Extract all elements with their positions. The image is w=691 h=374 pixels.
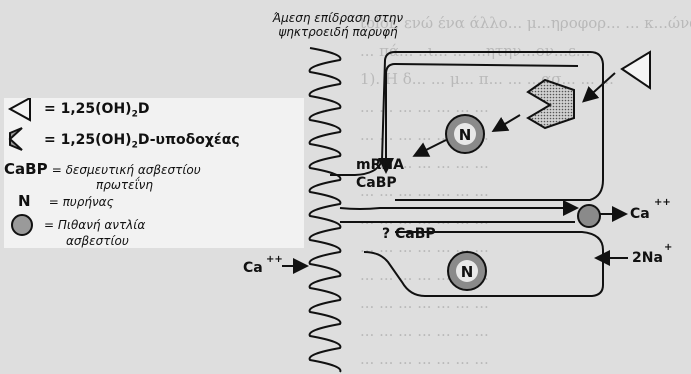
calcium-label-right: Ca — [630, 206, 650, 222]
receptor-arrow — [585, 73, 615, 100]
cabp-label-question: ? CaBP — [382, 226, 436, 242]
nucleus-letter-lower: N — [461, 263, 474, 281]
calcium-charge-right: ++ — [654, 197, 671, 208]
sodium-label: 2Na — [632, 250, 663, 266]
sodium-charge: + — [664, 242, 672, 253]
calcium-label-left: Ca — [243, 260, 263, 276]
triangle-icon — [622, 52, 650, 88]
calcium-channel-top — [340, 208, 575, 209]
header-label: Άμεση επίδραση στην — [272, 11, 403, 25]
mrna-label: mRNA — [356, 157, 404, 173]
pump-icon — [578, 205, 600, 227]
header-label-line2: ψηκτροειδή παρυφή — [278, 25, 398, 39]
nucleus-arrow — [495, 115, 520, 130]
brush-border — [310, 48, 341, 372]
calcium-charge-left: ++ — [266, 254, 283, 265]
cabp-label-top: CaBP — [356, 175, 397, 191]
mrna-arrow — [416, 140, 446, 155]
receptor-icon — [528, 80, 574, 128]
nucleus-letter-upper: N — [459, 126, 472, 144]
